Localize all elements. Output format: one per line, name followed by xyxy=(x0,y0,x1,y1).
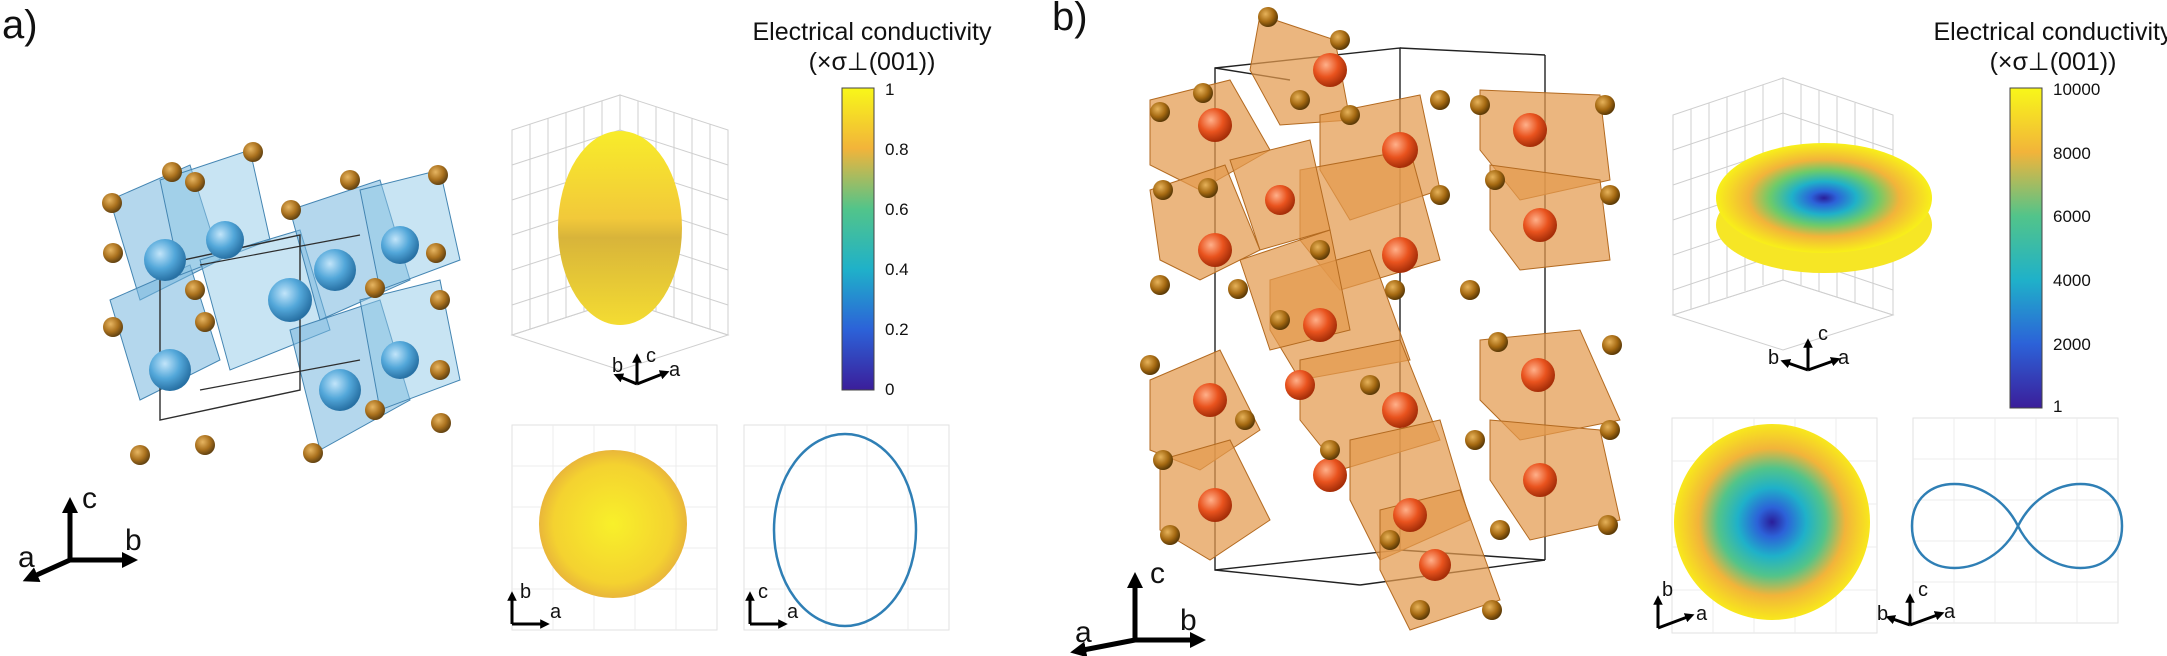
crystal-axis-a-b: a xyxy=(1075,616,1092,649)
colorbar-a xyxy=(841,87,875,391)
crystal-structure-a xyxy=(102,142,461,465)
colorbar-tick-b: 8000 xyxy=(2053,144,2091,163)
crystal-axis-a-a: a xyxy=(18,541,35,574)
side-axis-a-b: a xyxy=(1944,601,1956,623)
colorbar-title-a: Electrical conductivity xyxy=(753,18,992,46)
colorbar-ticks-b: 10000 8000 6000 4000 2000 1 xyxy=(2053,80,2100,416)
side-view-a: c a xyxy=(743,424,950,631)
panel-b-label: b) xyxy=(1052,0,1088,39)
conductivity-outline-side-a xyxy=(772,432,918,628)
top-view-b: b a xyxy=(1653,417,1878,634)
colorbar-title-b: Electrical conductivity xyxy=(1934,18,2167,46)
crystal-structure-b xyxy=(1140,7,1622,631)
colorbar-subtitle-b: (×σ⊥(001)) xyxy=(1990,48,2117,76)
colorbar-tick-a: 0.4 xyxy=(885,260,909,279)
colorbar-subtitle-a: (×σ⊥(001)) xyxy=(809,48,936,76)
conductivity-disc-top-b xyxy=(1674,424,1870,620)
side-axis-b-b: b xyxy=(1877,603,1888,625)
box3d-axis-c-a: c xyxy=(646,345,656,367)
colorbar-tick-a: 0.8 xyxy=(885,140,909,159)
panel-a: a) xyxy=(2,3,992,631)
box3d-axes-a xyxy=(613,353,670,386)
colorbar-tick-b: 6000 xyxy=(2053,207,2091,226)
box3d-axis-a-a: a xyxy=(669,359,681,381)
top-axis-b-a: b xyxy=(520,581,531,603)
colorbar-tick-b: 2000 xyxy=(2053,335,2091,354)
crystal-axes-b xyxy=(1070,571,1207,656)
colorbar-tick-b: 10000 xyxy=(2053,80,2100,99)
top-axis-a-a: a xyxy=(550,601,562,623)
conductivity-ellipsoid-a xyxy=(558,131,682,325)
panel-a-label: a) xyxy=(2,3,38,47)
colorbar-tick-a: 0.2 xyxy=(885,320,909,339)
conductivity-sphere-top-a xyxy=(539,450,687,598)
side-axis-c-b: c xyxy=(1918,579,1928,601)
colorbar-b xyxy=(2009,87,2043,409)
box3d-axes-b xyxy=(1780,338,1841,372)
panel-b: b) xyxy=(1052,0,2167,656)
crystal-axis-c-b: c xyxy=(1150,557,1165,590)
top-view-a: b a xyxy=(507,424,718,631)
box3d-axis-a-b: a xyxy=(1838,347,1850,369)
colorbar-tick-b: 4000 xyxy=(2053,271,2091,290)
top-axis-a-b: a xyxy=(1696,603,1708,625)
conductivity-outline-side-b xyxy=(1910,482,2124,570)
side-axis-c-a: c xyxy=(758,581,768,603)
crystal-axis-c-a: c xyxy=(82,482,97,515)
crystal-axes-a xyxy=(22,496,139,583)
crystal-axis-b-b: b xyxy=(1180,604,1197,637)
conductivity-torus-b xyxy=(1716,143,1932,273)
box3d-axis-c-b: c xyxy=(1818,323,1828,345)
colorbar-tick-a: 0.6 xyxy=(885,200,909,219)
box3d-axis-b-b: b xyxy=(1768,347,1779,369)
side-axis-a-a: a xyxy=(787,601,799,623)
top-axis-b-b: b xyxy=(1662,579,1673,601)
crystal-axis-b-a: b xyxy=(125,524,142,557)
colorbar-tick-a: 0 xyxy=(885,380,894,399)
colorbar-tick-b: 1 xyxy=(2053,397,2062,416)
box3d-axis-b-a: b xyxy=(612,355,623,377)
colorbar-tick-a: 1 xyxy=(885,80,894,99)
side-view-b: c a b xyxy=(1877,417,2124,627)
colorbar-ticks-a: 1 0.8 0.6 0.4 0.2 0 xyxy=(885,80,909,399)
